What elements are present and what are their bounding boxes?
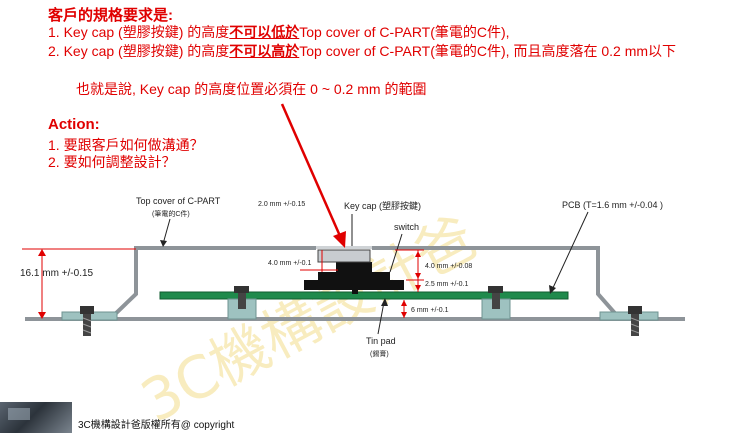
keycap [317,249,371,263]
tin-pad-sub-label: (錫膏) [370,349,389,358]
spec-line-2: 2. Key cap (塑膠按鍵) 的高度不可以高於Top cover of C… [48,41,676,61]
dim-right-stack [395,249,424,292]
spec-line-1: 1. Key cap (塑膠按鍵) 的高度不可以低於Top cover of C… [48,22,510,42]
pcb-board [159,291,569,300]
spec-line-1-suffix: Top cover of C-PART(筆電的C件), [299,24,510,40]
action-title: Action: [48,116,100,133]
spec-line-2-prefix: 2. Key cap (塑膠按鍵) 的高度 [48,43,230,59]
pcb-leader [551,211,589,291]
tin-pad-label: Tin pad [366,336,396,346]
switch-label: switch [394,222,419,232]
dim-left-4mm-label: 4.0 mm +/-0.1 [268,260,311,267]
pcb-screw-right-icon [488,286,503,309]
spec-line-2-emphasis: 不可以高於 [229,43,300,59]
copyright-footer: 3C機構設計爸版權所有@ copyright [78,420,235,431]
switch-body [304,262,404,294]
tin-pad-leader-arrow [381,298,388,306]
spec-line-2-suffix: Top cover of C-PART(筆電的C件), 而且高度落在 0.2 m… [299,43,677,59]
pcb-label: PCB (T=1.6 mm +/-0.04 ) [562,200,663,210]
dim-6mm [401,300,407,318]
keycap-gap-label: 2.0 mm +/-0.15 [258,201,305,208]
dim-6mm-label: 6 mm +/-0.1 [411,307,449,314]
top-cover-leader-arrow [160,240,167,247]
action-item-2: 2. 要如何調整設計？ [48,154,176,170]
logo-thumbnail [0,402,72,433]
cover-opening [316,246,372,249]
keycap-pointer-arrow [280,103,346,248]
base-plate [25,317,685,321]
dim-2-5mm-label: 2.5 mm +/-0.1 [425,281,468,288]
top-cover-label: Top cover of C-PART [136,196,221,206]
spec-title: 客戶的規格要求是: [48,7,173,24]
height-dimension [22,248,136,319]
keycap-label: Key cap (塑膠按鍵) [344,200,421,211]
left-screw-icon [80,306,94,336]
top-cover-leader [162,218,171,245]
pcb-screw-left-icon [234,286,249,309]
right-screw-icon [628,306,642,336]
top-cover-sub-label: (筆電的C件) [152,209,190,218]
dim-left-4mm [300,250,338,272]
spec-line-1-prefix: 1. Key cap (塑膠按鍵) 的高度 [48,24,230,40]
height-label: 16.1 mm +/-0.15 [20,268,94,279]
dim-right-4mm-label: 4.0 mm +/-0.08 [425,263,472,270]
spec-line-1-emphasis: 不可以低於 [229,24,300,40]
spec-note: 也就是說, Key cap 的高度位置必須在 0 ~ 0.2 mm 的範圍 [76,81,427,97]
action-item-1: 1. 要跟客戶如何做溝通？ [48,137,204,153]
pcb-leader-arrow [549,285,556,294]
tin-pad-leader [377,301,385,335]
switch-leader [389,233,403,273]
